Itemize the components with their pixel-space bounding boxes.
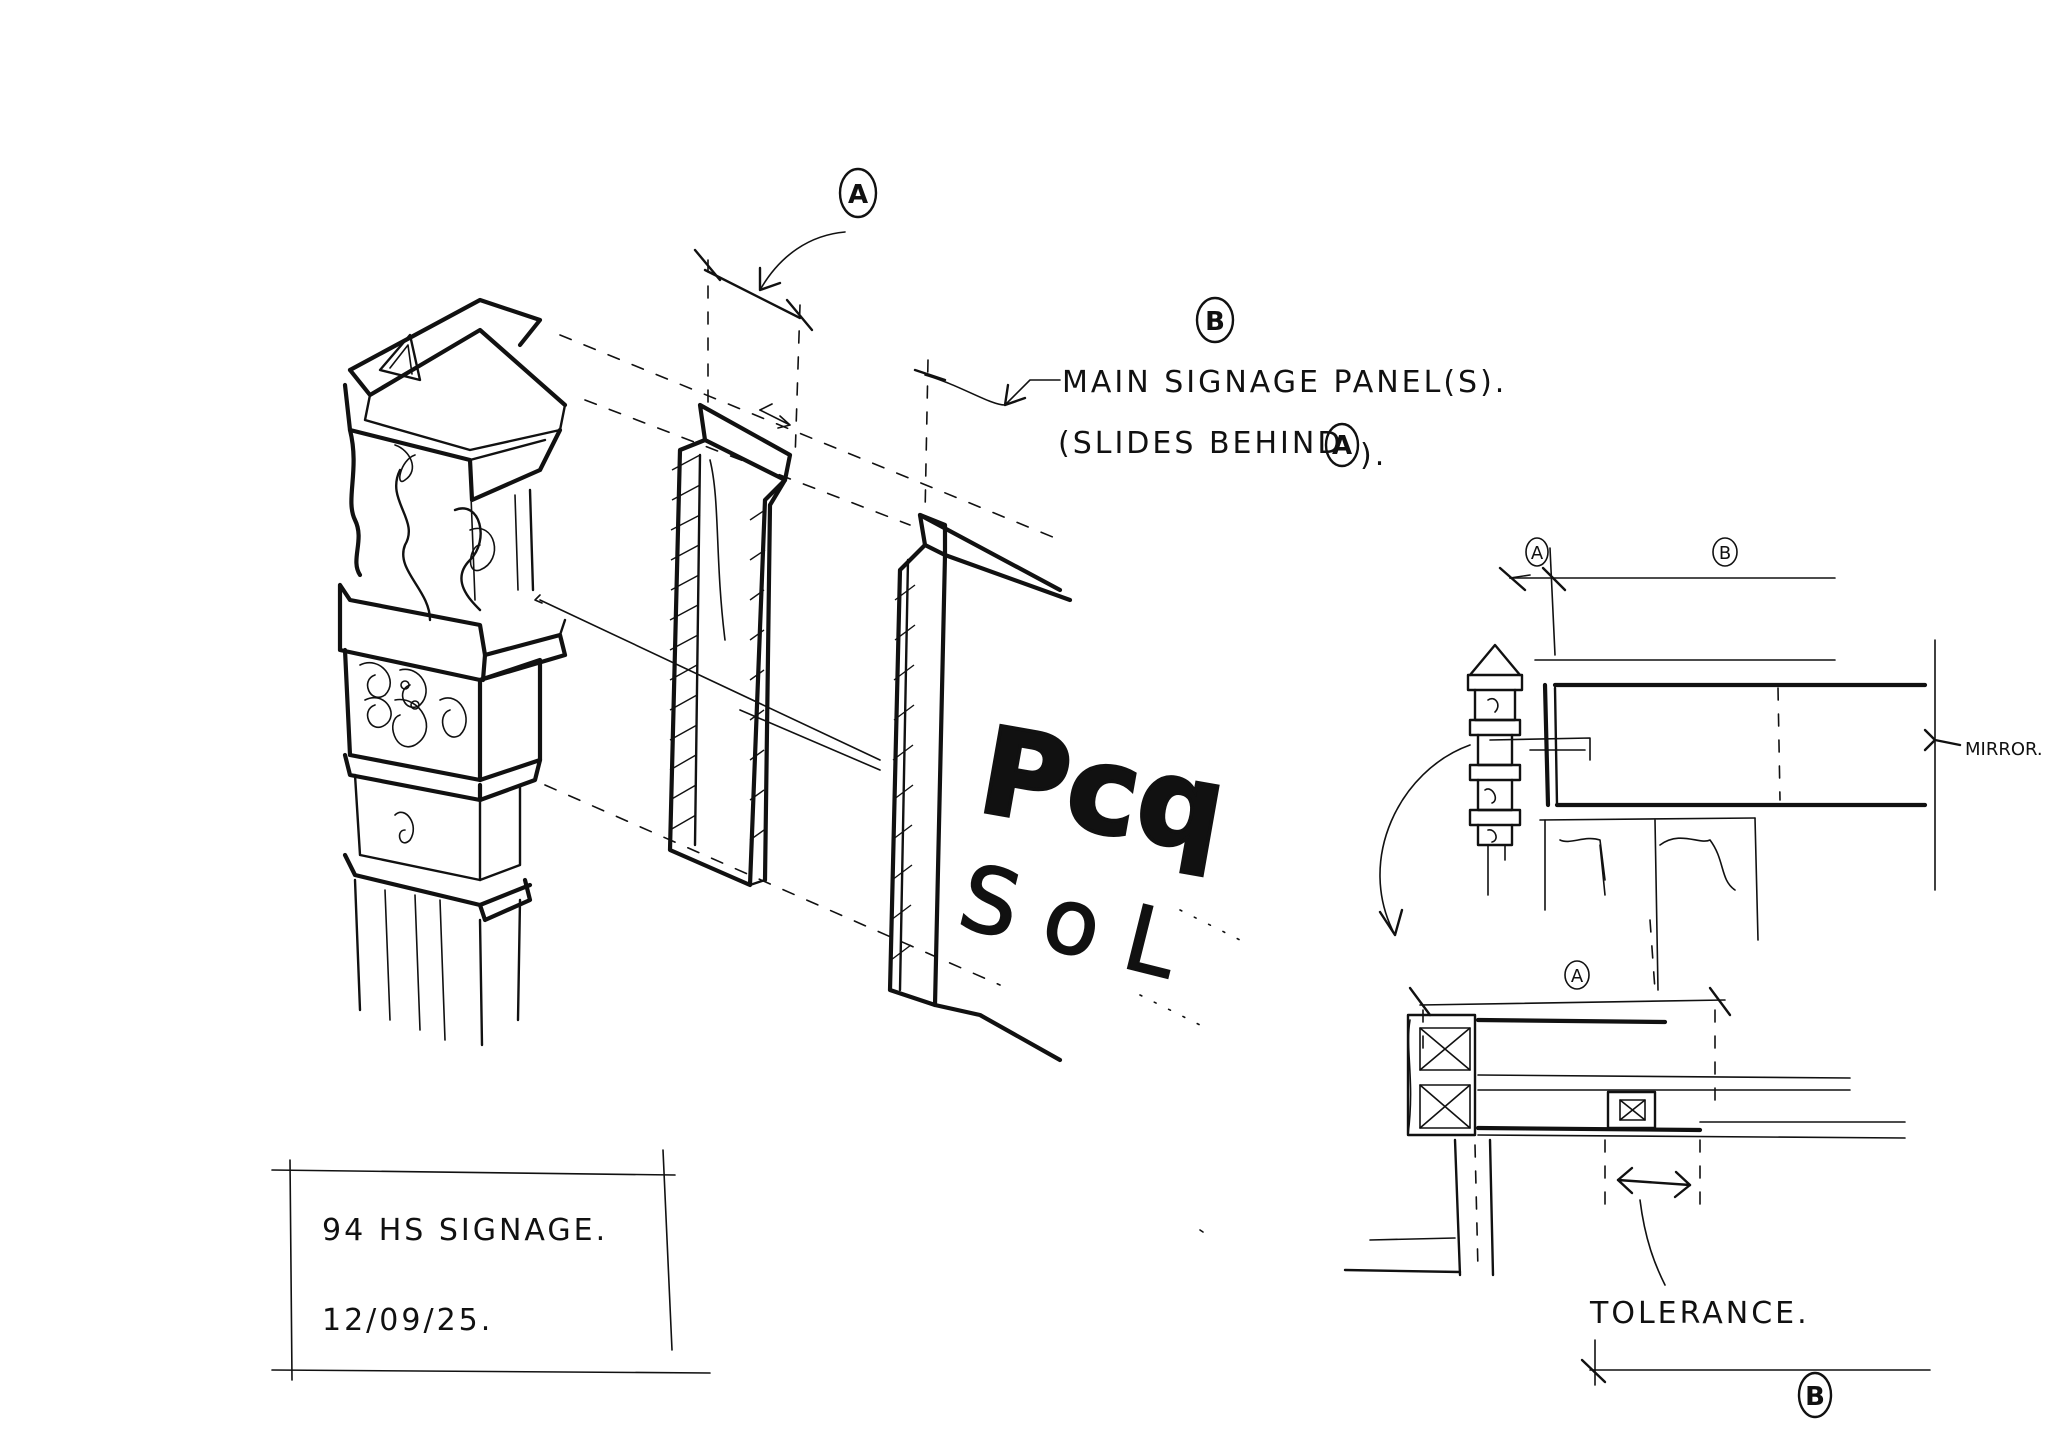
main-note-line1: MAIN SIGNAGE PANEL(S).	[1062, 365, 1507, 400]
main-note-line2: (SLIDES BEHIND	[1058, 426, 1343, 461]
detail-elevation: A B MIRROR.	[1378, 537, 2043, 991]
section-detail: A TOLERANCE	[1343, 960, 1931, 1419]
mirror-label: MIRROR.	[1965, 739, 2043, 760]
callout-a-top: A	[838, 167, 878, 219]
title-block-title: 94 HS SIGNAGE.	[322, 1213, 608, 1248]
title-block-date: 12/09/25.	[322, 1303, 493, 1338]
callout-a-top-label: A	[848, 180, 868, 210]
title-block: 94 HS SIGNAGE. 12/09/25.	[271, 1149, 711, 1381]
main-note-ref: A	[1332, 431, 1352, 461]
section-a-label: A	[1571, 966, 1584, 987]
tolerance-label: TOLERANCE.	[1589, 1296, 1810, 1331]
ornate-pillar	[337, 297, 568, 1047]
callout-b-top-label: B	[1205, 307, 1225, 337]
callout-b-top: B	[1195, 296, 1235, 344]
panel-a-hatching	[669, 454, 766, 841]
panel-b: Pcq S o L	[887, 359, 1241, 1063]
main-note-end: ).	[1360, 438, 1387, 473]
panel-a	[667, 231, 846, 888]
projection-lines	[534, 334, 1061, 986]
detail-b-label: B	[1719, 543, 1731, 564]
main-signage-note: MAIN SIGNAGE PANEL(S). (SLIDES BEHIND A …	[1003, 365, 1507, 473]
section-b-label: B	[1805, 1382, 1825, 1412]
detail-a-label: A	[1531, 543, 1544, 564]
